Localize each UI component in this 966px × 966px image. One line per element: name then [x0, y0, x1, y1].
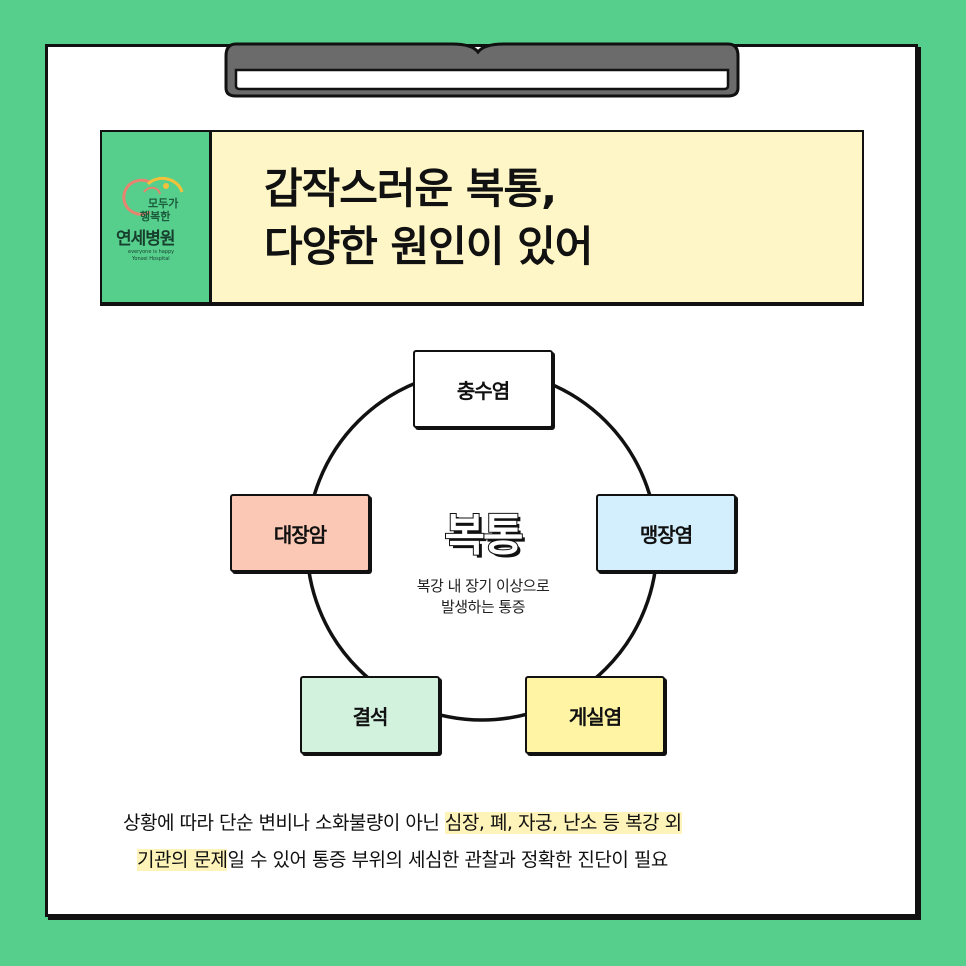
logo-swirl-icon [122, 176, 184, 216]
cause-node-stones: 결석 [300, 676, 440, 754]
title-banner: 모두가 행복한 연세병원 everyone is happy Yonsei Ho… [100, 130, 864, 304]
logo-tagline-2: 행복한 [140, 210, 171, 223]
footer-line-2: 기관의 문제일 수 있어 통증 부위의 세심한 관찰과 정확한 진단이 필요 [137, 845, 668, 872]
cause-node-diverticulitis: 게실염 [525, 676, 665, 754]
page-title: 갑작스러운 복통, 다양한 원인이 있어 [264, 164, 593, 271]
cause-node-colon-cancer: 대장암 [230, 494, 370, 572]
center-title: 복통 [444, 509, 525, 562]
logo-tagline-1: 모두가 [148, 197, 179, 210]
center-description: 복강 내 장기 이상으로 발생하는 통증 [416, 577, 550, 616]
hospital-logo: 모두가 행복한 연세병원 everyone is happy Yonsei Ho… [102, 132, 212, 302]
footer-line-2-highlight: 기관의 문제 [137, 849, 228, 871]
logo-english-2: Yonsei Hospital [132, 256, 170, 262]
cause-node-cecitis: 맹장염 [596, 494, 736, 572]
logo-english-1: everyone is happy [128, 249, 175, 255]
logo-hospital-name: 연세병원 [116, 229, 176, 249]
footer-line-1: 상황에 따라 단순 변비나 소화불량이 아닌 심장, 폐, 자궁, 난소 등 복… [123, 808, 682, 835]
cause-node-appendicitis: 충수염 [413, 350, 553, 428]
footer-line-2-text: 일 수 있어 통증 부위의 세심한 관찰과 정확한 진단이 필요 [227, 849, 668, 871]
footer-line-1-highlight: 심장, 폐, 자궁, 난소 등 복강 외 [444, 812, 682, 834]
footer-line-1-text: 상황에 따라 단순 변비나 소화불량이 아닌 [123, 812, 445, 834]
clipboard-clip [224, 42, 740, 98]
